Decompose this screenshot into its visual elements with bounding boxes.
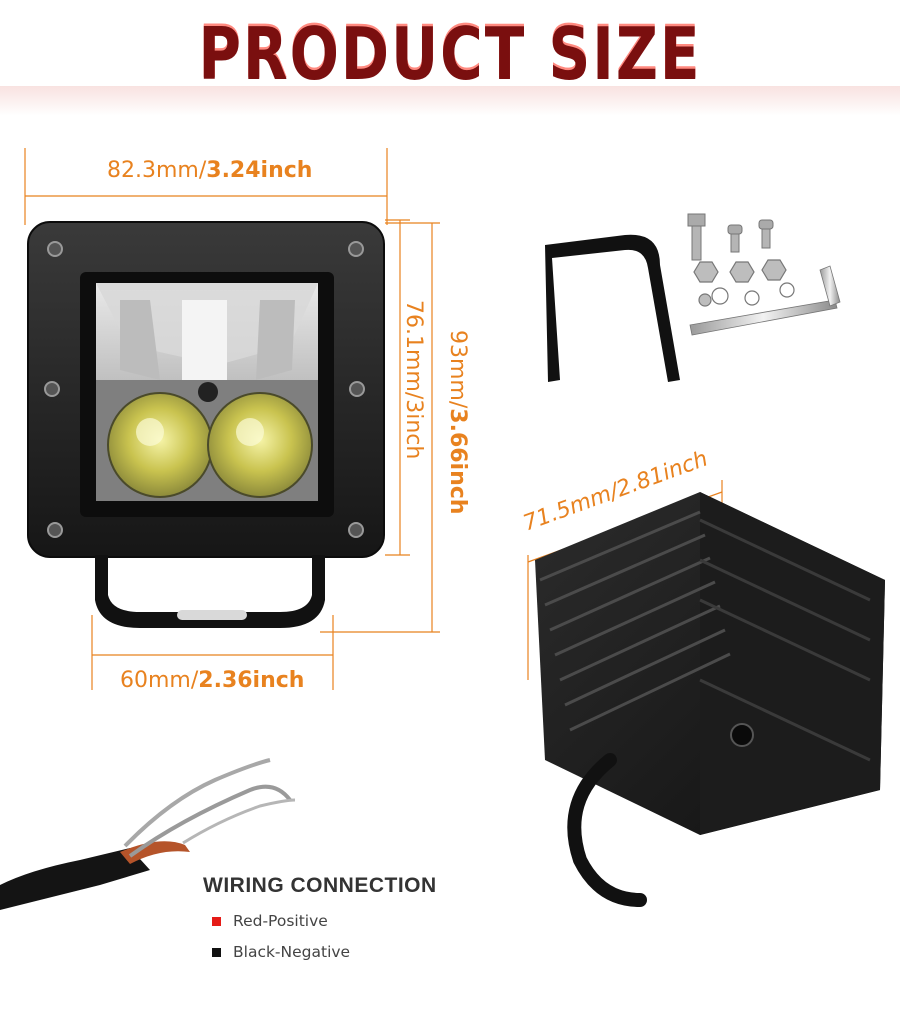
legend-black-negative: Black-Negative: [212, 943, 350, 961]
dim-inner-height: 76.1mm/3inch: [401, 300, 426, 460]
title-reflection: [0, 86, 900, 116]
red-swatch: [212, 916, 221, 926]
front-view-light: [27, 221, 385, 628]
legend-red-positive: Red-Positive: [212, 912, 328, 930]
back-view-light: [535, 492, 885, 907]
legend-label: Red-Positive: [233, 912, 328, 930]
legend-label: Black-Negative: [233, 943, 351, 961]
black-swatch: [212, 947, 221, 957]
dim-outer-height: 93mm/3.66inch: [445, 330, 470, 515]
wire-cable: [0, 758, 296, 910]
dim-bottom-width: 60mm/2.36inch: [120, 668, 305, 693]
bracket-and-hardware: [545, 213, 841, 382]
wiring-title: WIRING CONNECTION: [203, 874, 437, 897]
page-title-wrap: PRODUCT SIZE: [0, 10, 900, 100]
page-title: PRODUCT SIZE: [198, 10, 702, 95]
dim-top-width: 82.3mm/3.24inch: [107, 158, 313, 183]
